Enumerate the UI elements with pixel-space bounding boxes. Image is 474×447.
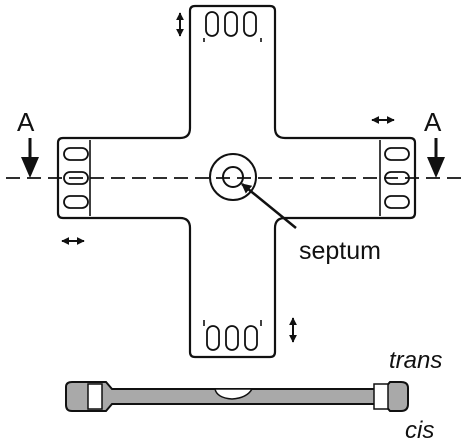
trans-label: trans bbox=[389, 347, 442, 374]
top-wells bbox=[205, 11, 257, 37]
section-arrow-left-icon bbox=[21, 138, 39, 178]
cross-section-view bbox=[65, 381, 409, 412]
bottom-wells bbox=[206, 325, 258, 351]
septum-label: septum bbox=[299, 237, 381, 265]
cis-label: cis bbox=[405, 417, 434, 444]
left-wells bbox=[63, 147, 89, 209]
section-arrow-right-icon bbox=[427, 138, 445, 178]
septum-inner-ring bbox=[222, 166, 244, 188]
septum-pointer-arrow-icon bbox=[241, 183, 297, 229]
section-label-right: A bbox=[424, 107, 442, 137]
section-label-left: A bbox=[17, 107, 35, 137]
